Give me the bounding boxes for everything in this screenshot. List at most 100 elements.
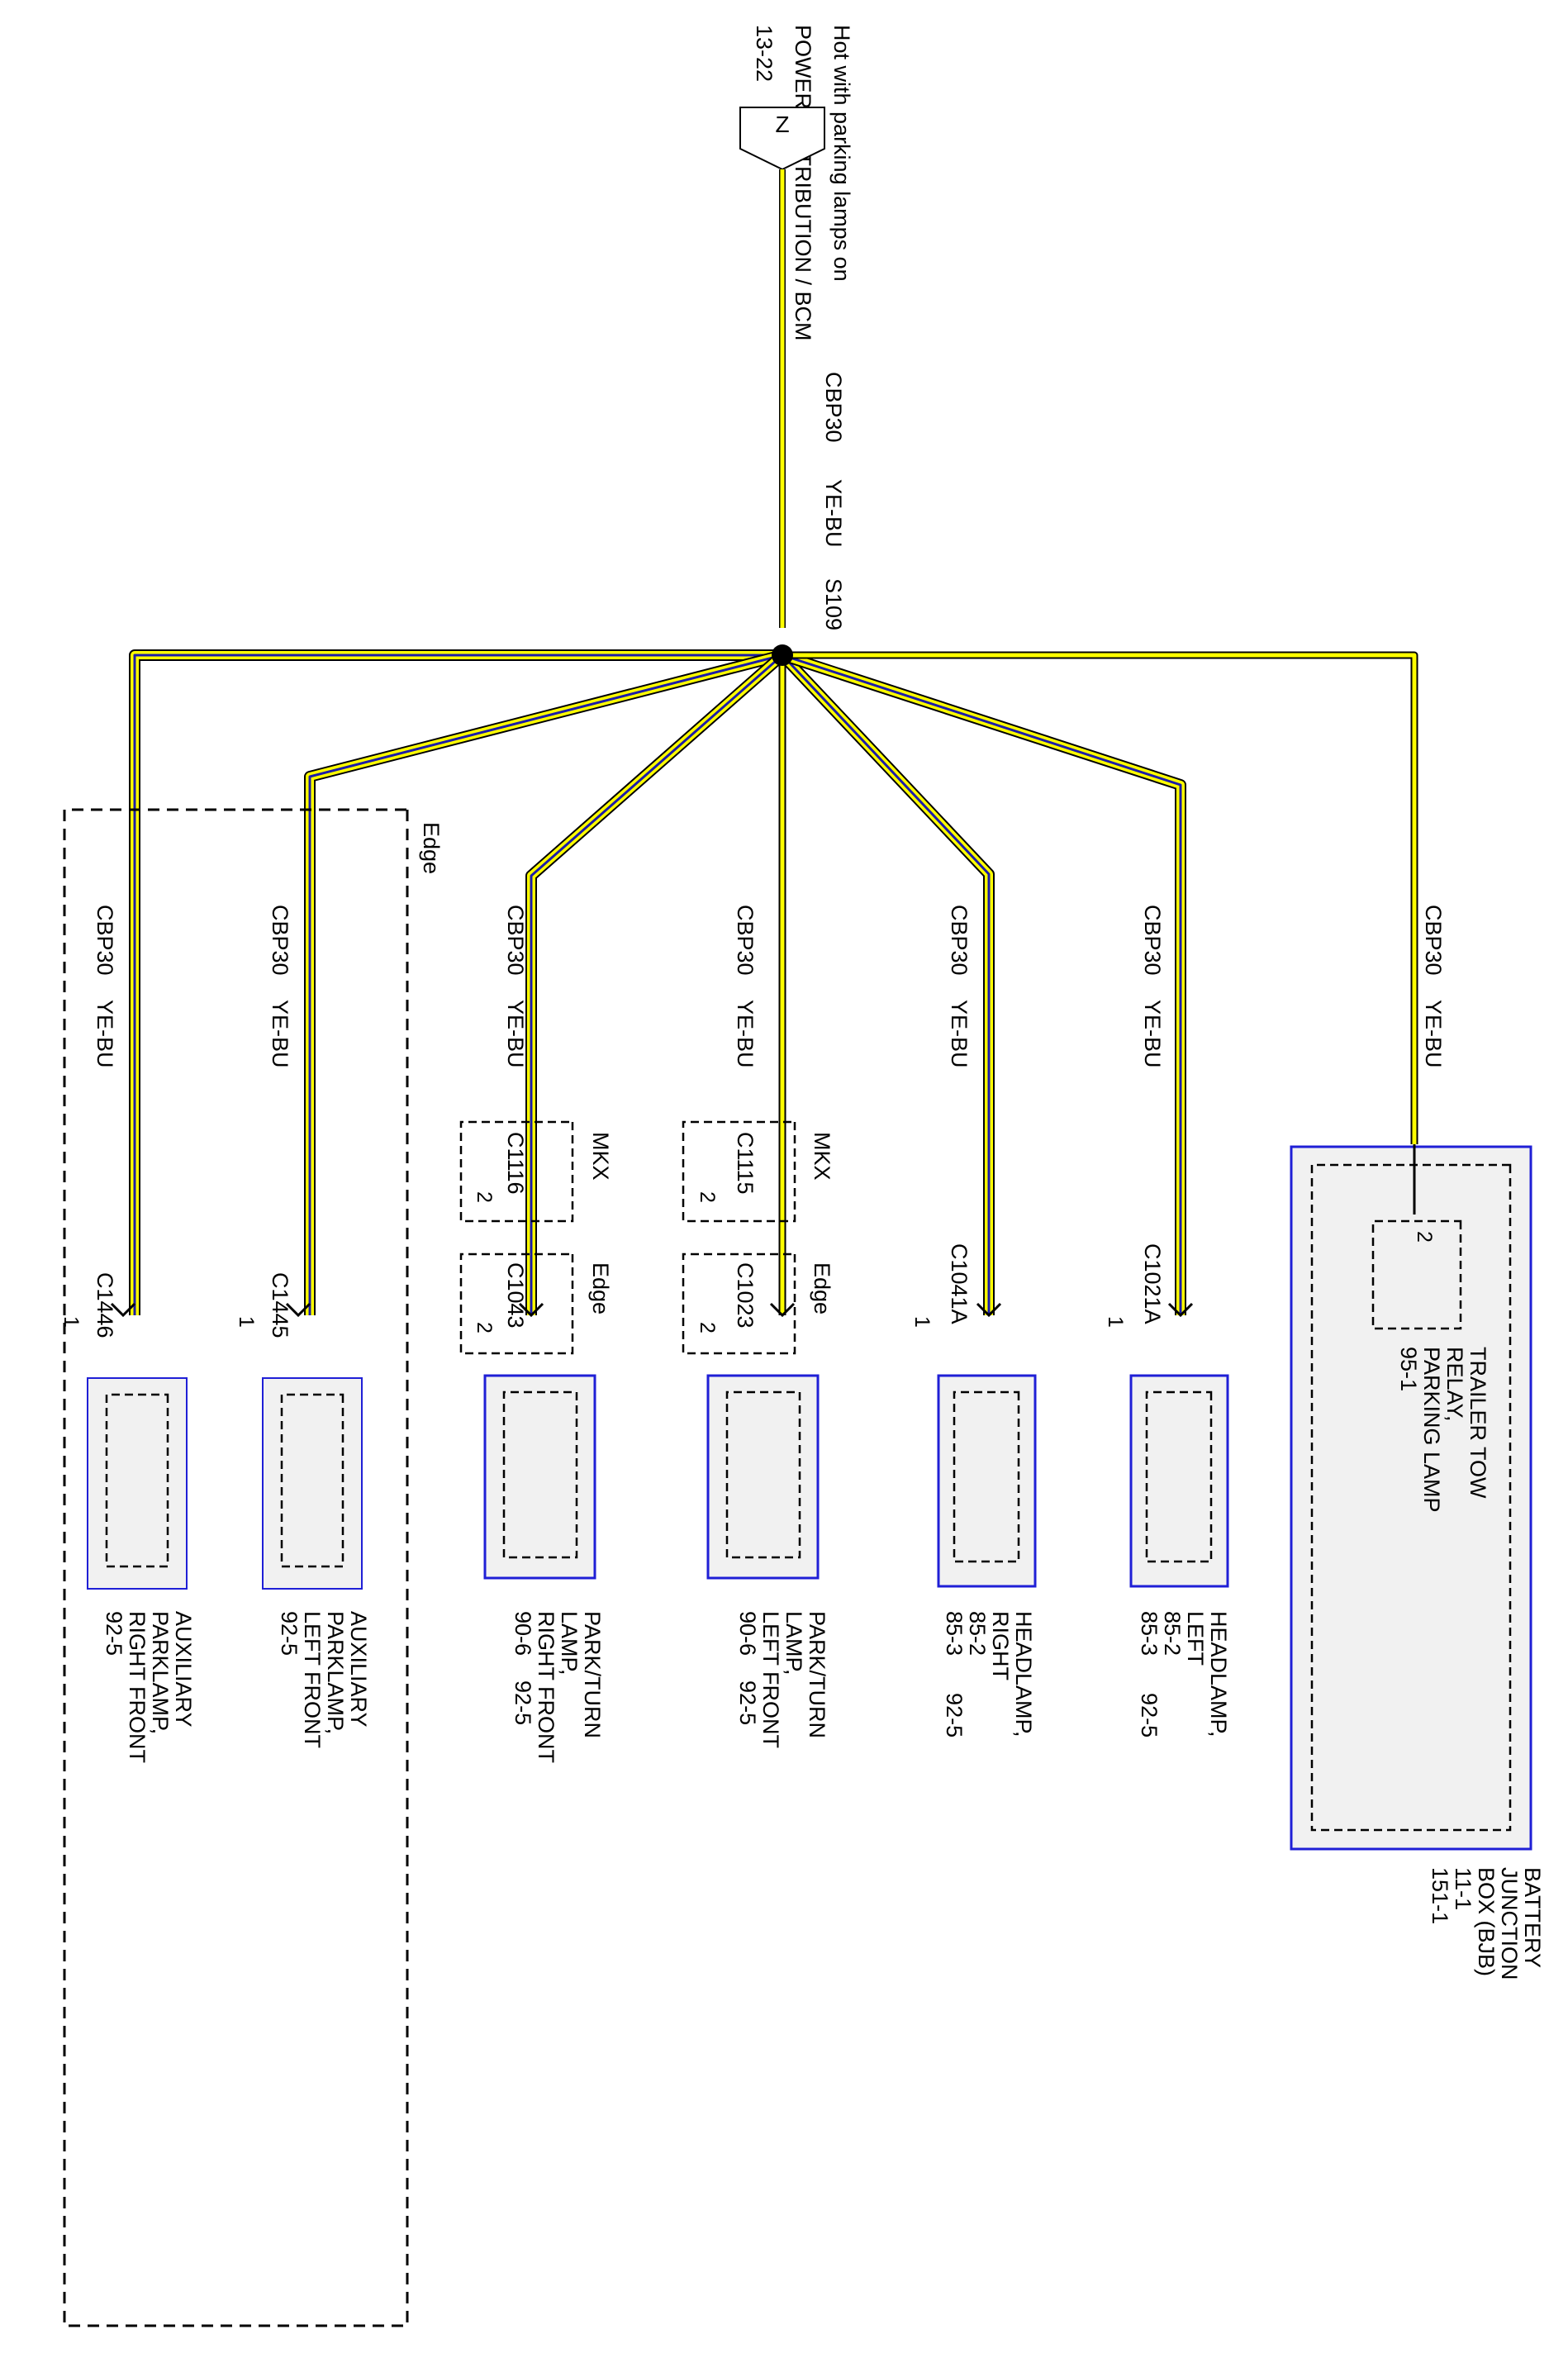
inline-connector-id: C1043 (503, 1262, 528, 1329)
component-name-3: PARKING LAMP (1419, 1347, 1444, 1513)
edge-region-label: Edge (419, 822, 444, 874)
component-ref-1: 85-2 (965, 1611, 990, 1656)
component-connector (725, 1390, 801, 1559)
branch-color: YE-BU (947, 1000, 972, 1068)
component-name-1: PARK/TURN (805, 1611, 829, 1738)
wire-headlamp-left (780, 649, 1186, 1315)
connector-symbol (1167, 1302, 1194, 1318)
component-connector (953, 1390, 1020, 1563)
component-name-1: AUXILIARY (171, 1611, 196, 1728)
branch-aux-parklamp-left-front: CBP30 YE-BU C1445 1 AUXILIARY PARKLAMP, … (235, 905, 371, 1748)
component-connector (1145, 1390, 1213, 1563)
component-name-2: PARKLAMP, (323, 1611, 348, 1734)
connector-id: C1041A (947, 1243, 972, 1324)
branch-circuit: CBP30 (1421, 905, 1446, 976)
connector-symbol (518, 1302, 544, 1318)
branch-circuit: CBP30 (93, 905, 117, 976)
component-box (706, 1374, 820, 1580)
branch-aux-parklamp-right-front: CBP30 YE-BU C1446 1 AUXILIARY PARKLAMP, … (59, 905, 196, 1763)
component-name-3: RIGHT FRONT (125, 1611, 150, 1763)
branch-circuit: CBP30 (503, 905, 528, 976)
inline-connector-id: C1116 (503, 1132, 528, 1195)
inline-connector-pin: 2 (696, 1322, 719, 1333)
header-page-ref: 13-22 (752, 25, 777, 82)
branch-color: YE-BU (503, 1000, 528, 1068)
relay-connector (1371, 1219, 1462, 1330)
connector-symbol (110, 1302, 136, 1318)
branch-circuit: CBP30 (947, 905, 972, 976)
branch-circuit: CBP30 (268, 905, 292, 976)
branch-park-turn-left-front: CBP30 YE-BU MKX C1115 2 Edge C1023 2 PAR… (682, 905, 834, 1748)
wire-c1445 (304, 649, 784, 1315)
wire-trailer-tow-relay (782, 651, 1418, 1144)
bjb-name-1: BATTERY (1520, 1867, 1545, 1968)
bjb-name-3: BOX (BJB) (1474, 1867, 1499, 1976)
bjb-box (1290, 1145, 1532, 1851)
branch-color: YE-BU (733, 1000, 758, 1068)
inline-connector-label: Edge (810, 1262, 834, 1314)
branch-headlamp-right: CBP30 YE-BU C1041A 1 HEADLAMP, RIGHT 85-… (910, 905, 1037, 1737)
bjb-name-2: JUNCTION (1497, 1867, 1522, 1980)
branch-headlamp-left: CBP30 YE-BU C1021A 1 HEADLAMP, LEFT 85-2… (1104, 905, 1231, 1737)
connector-symbol (976, 1302, 1002, 1318)
inline-connector-label: MKX (810, 1132, 834, 1181)
component-connector (105, 1393, 169, 1568)
connector-pin: 1 (1104, 1316, 1127, 1328)
branch-circuit: CBP30 (1140, 905, 1165, 976)
branch-park-turn-right-front: CBP30 YE-BU MKX C1116 2 Edge C1043 2 PAR… (459, 905, 613, 1763)
bjb-inner (1310, 1163, 1512, 1832)
component-ref-2: 85-3 92-5 (942, 1611, 967, 1737)
component-ref-1: 95-1 (1396, 1347, 1421, 1391)
inline-connector-pin: 2 (696, 1191, 719, 1203)
component-connector (280, 1393, 344, 1568)
power-connector-z (739, 107, 825, 171)
inline-connector-pin: 2 (473, 1322, 496, 1333)
inline-connector-label: Edge (588, 1262, 613, 1314)
header-line2: POWER DISTRIBUTION / BCM (791, 25, 815, 341)
component-name-2: RELAY, (1442, 1347, 1467, 1422)
component-name-2: RIGHT (988, 1611, 1013, 1680)
component-name-3: RIGHT FRONT (534, 1611, 558, 1763)
connector-id: C1021A (1140, 1243, 1165, 1324)
connector-symbol (769, 1302, 796, 1318)
component-connector (502, 1390, 578, 1559)
component-name-3: LEFT FRONT (300, 1611, 325, 1748)
branch-circuit: CBP30 (733, 905, 758, 976)
component-name-2: LAMP, (557, 1611, 582, 1676)
inline-connector-pin: 2 (473, 1191, 496, 1203)
inline-connector-id: C1023 (733, 1262, 758, 1329)
component-ref-1: 90-6 92-5 (735, 1611, 760, 1725)
connector-pin: 1 (910, 1316, 934, 1328)
component-box (937, 1374, 1037, 1588)
inline-connector-label: MKX (588, 1132, 613, 1181)
branch-color: YE-BU (268, 1000, 292, 1068)
component-name-2: LEFT (1183, 1611, 1208, 1666)
component-box (483, 1374, 596, 1580)
bjb-ref-1: 11-1 (1451, 1867, 1475, 1910)
wire-park-turn-rf (525, 650, 786, 1315)
inline-connector-id: C1115 (733, 1132, 758, 1195)
branch-trailer-tow-relay: CBP30 YE-BU 2 TRAILER TOW RELAY, PARKING… (1290, 905, 1545, 1980)
trunk-color: YE-BU (821, 479, 846, 548)
component-name-1: TRAILER TOW (1466, 1347, 1490, 1499)
connector-pin: 1 (235, 1316, 258, 1328)
relay-pin: 2 (1413, 1231, 1436, 1243)
component-box (87, 1377, 188, 1590)
component-ref-1: 92-5 (277, 1611, 302, 1656)
component-ref-1: 92-5 (102, 1611, 126, 1656)
component-ref-2: 85-3 92-5 (1137, 1611, 1162, 1737)
connector-symbol (285, 1302, 311, 1318)
component-ref-1: 90-6 92-5 (511, 1611, 535, 1725)
branch-color: YE-BU (93, 1000, 117, 1068)
wire-c1446 (129, 649, 782, 1315)
bjb-ref-2: 151-1 (1428, 1867, 1452, 1924)
component-name-2: PARKLAMP, (148, 1611, 173, 1734)
component-name-2: LAMP, (782, 1611, 806, 1676)
wire-headlamp-right (777, 651, 995, 1315)
branch-color: YE-BU (1140, 1000, 1165, 1068)
component-name-1: HEADLAMP, (1206, 1611, 1231, 1737)
connector-pin: 1 (59, 1316, 83, 1328)
component-name-1: HEADLAMP, (1011, 1611, 1036, 1737)
component-box (262, 1377, 363, 1590)
